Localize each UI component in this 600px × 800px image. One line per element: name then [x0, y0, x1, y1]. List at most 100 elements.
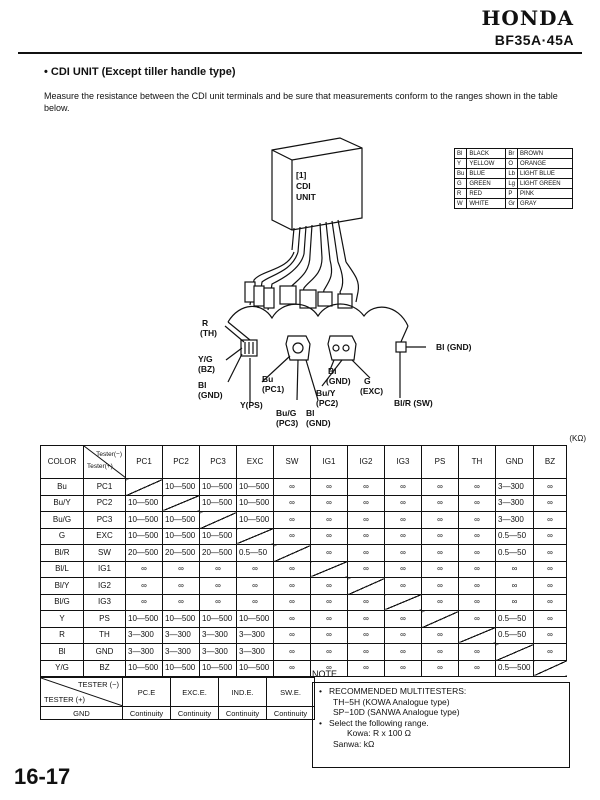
resistance-cell: ∞	[495, 577, 534, 595]
resistance-cell: ∞	[273, 659, 311, 677]
resistance-cell: 10—500	[236, 659, 274, 677]
ground-column-header: PC.E	[122, 677, 171, 707]
resistance-cell: ∞	[273, 527, 311, 545]
note-bullet: Select the following range.	[319, 718, 563, 729]
ground-continuity-table: TESTER (−) TESTER (+) PC.E EXC.E. IND.E.…	[40, 677, 315, 720]
resistance-cell: 3—300	[199, 643, 237, 661]
resistance-cell: ∞	[310, 577, 348, 595]
cdi-unit-label-1: [1]	[296, 170, 307, 180]
resistance-cell: 10—500	[236, 478, 274, 496]
terminal: IG3	[83, 593, 126, 611]
resistance-cell: ∞	[458, 527, 496, 545]
resistance-cell: ∞	[310, 610, 348, 628]
resistance-cell: ∞	[458, 659, 496, 677]
label-bu: Bu	[262, 374, 273, 384]
label-pc1: (PC1)	[262, 384, 284, 394]
resistance-cell: ∞	[384, 643, 422, 661]
ground-row-label: GND	[40, 706, 123, 720]
resistance-cell: ∞	[458, 610, 496, 628]
resistance-cell: ∞	[273, 643, 311, 661]
ground-column-header: IND.E.	[218, 677, 267, 707]
resistance-cell: ∞	[347, 560, 385, 578]
resistance-cell: 3—300	[236, 626, 274, 644]
terminal: EXC	[83, 527, 126, 545]
resistance-cell: 3—300	[199, 626, 237, 644]
resistance-cell: ∞	[273, 610, 311, 628]
terminal: IG2	[83, 577, 126, 595]
resistance-cell: ∞	[384, 511, 422, 529]
label-exc: (EXC)	[360, 386, 383, 396]
label-bl-gnd: Bl (GND)	[436, 342, 472, 352]
resistance-cell: ∞	[347, 610, 385, 628]
legend-code: Gr	[505, 198, 519, 209]
legend-color-name: RED	[466, 188, 507, 199]
resistance-cell: ∞	[458, 643, 496, 661]
label-bl2: Bl	[306, 408, 315, 418]
header-rule	[18, 52, 582, 54]
resistance-cell: ∞	[458, 544, 496, 562]
resistance-cell: ∞	[125, 577, 163, 595]
ground-tester-plus: TESTER (+)	[44, 695, 86, 704]
label-th: (TH)	[200, 328, 217, 338]
resistance-cell: 3—300	[495, 511, 534, 529]
resistance-cell: ∞	[384, 626, 422, 644]
resistance-cell: 0.5—50	[495, 544, 534, 562]
resistance-cell: 10—500	[162, 527, 200, 545]
resistance-cell: ∞	[236, 593, 274, 611]
resistance-cell: ∞	[533, 560, 567, 578]
diagonal-cell	[310, 560, 348, 578]
column-header: IG2	[347, 445, 385, 479]
note-box: RECOMMENDED MULTITESTERS: TH−5H (KOWA An…	[312, 682, 570, 768]
resistance-cell: ∞	[310, 478, 348, 496]
resistance-cell: ∞	[162, 560, 200, 578]
resistance-cell: ∞	[347, 626, 385, 644]
resistance-cell: ∞	[384, 544, 422, 562]
wire-color: Bu/G	[40, 511, 84, 529]
resistance-cell: ∞	[347, 544, 385, 562]
resistance-table: COLOR Tester(−) Tester(+) PC1 PC2 PC3 EX…	[40, 445, 567, 677]
resistance-cell: 10—500	[125, 494, 163, 512]
resistance-cell: ∞	[384, 527, 422, 545]
resistance-cell: ∞	[421, 494, 459, 512]
resistance-cell: ∞	[421, 527, 459, 545]
diagonal-cell	[199, 511, 237, 529]
ground-column-header: EXC.E.	[170, 677, 219, 707]
legend-code: P	[505, 188, 519, 199]
column-header: IG3	[384, 445, 422, 479]
resistance-cell: ∞	[347, 593, 385, 611]
resistance-cell: ∞	[310, 527, 348, 545]
note-bullet: RECOMMENDED MULTITESTERS:	[319, 686, 563, 697]
wire-color: Bl/Y	[40, 577, 84, 595]
terminal: IG1	[83, 560, 126, 578]
resistance-cell: 10—500	[199, 527, 237, 545]
resistance-cell: ∞	[533, 511, 567, 529]
resistance-cell: ∞	[347, 511, 385, 529]
ground-column-header: SW.E.	[266, 677, 315, 707]
resistance-cell: 10—500	[125, 527, 163, 545]
resistance-cell: ∞	[273, 478, 311, 496]
resistance-cell: ∞	[347, 478, 385, 496]
resistance-cell: 3—300	[162, 626, 200, 644]
terminal: PC2	[83, 494, 126, 512]
resistance-cell: ∞	[273, 593, 311, 611]
tester-header: Tester(−) Tester(+)	[83, 445, 126, 479]
intro-text: Measure the resistance between the CDI u…	[44, 91, 558, 113]
resistance-cell: ∞	[458, 577, 496, 595]
ground-tester-header: TESTER (−) TESTER (+)	[40, 677, 123, 707]
resistance-cell: 10—500	[125, 659, 163, 677]
resistance-cell: ∞	[458, 560, 496, 578]
legend-code: Lg	[505, 178, 519, 189]
model-name: BF35A·45A	[494, 32, 574, 48]
resistance-cell: ∞	[533, 610, 567, 628]
label-bz: (BZ)	[198, 364, 215, 374]
resistance-cell: 20—500	[125, 544, 163, 562]
resistance-cell: 0.5—50	[495, 610, 534, 628]
resistance-cell: ∞	[310, 593, 348, 611]
resistance-cell: ∞	[273, 626, 311, 644]
